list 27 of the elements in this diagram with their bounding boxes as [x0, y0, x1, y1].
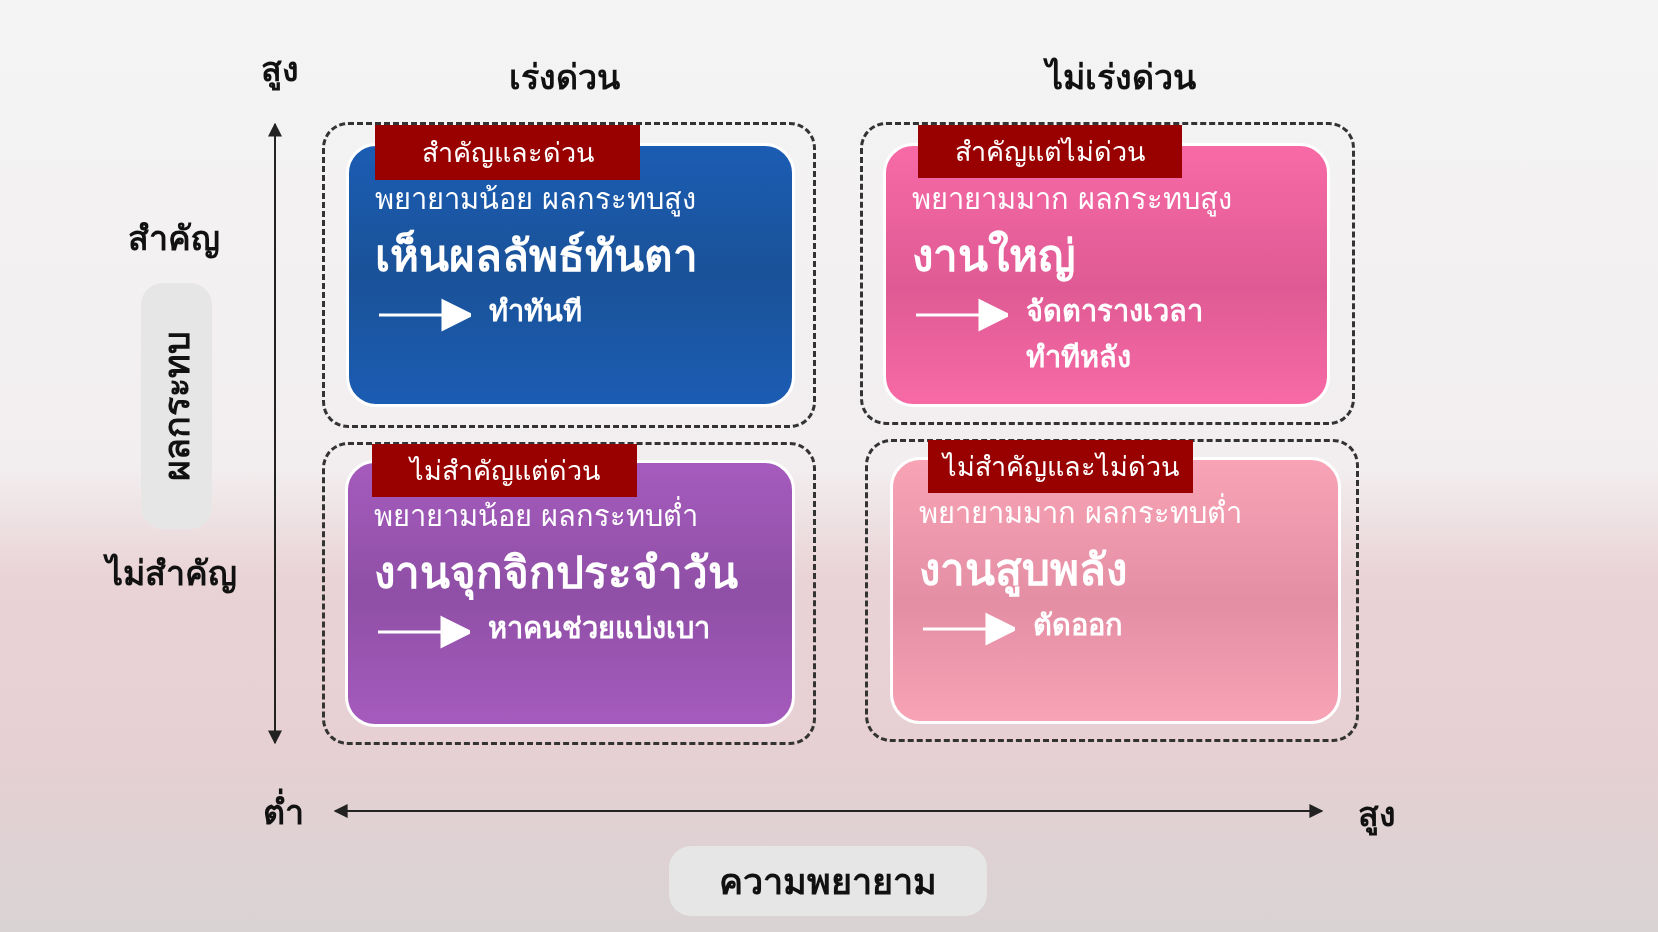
dashed-frame [865, 439, 1359, 742]
card-subtitle: พยายามมาก ผลกระทบต่ำ [919, 490, 1243, 536]
dashed-frame [860, 122, 1355, 425]
axis-title-pill: ความพยายาม [669, 846, 987, 916]
action-text: ทำทันที [489, 293, 583, 330]
card-title: งานสูบพลัง [919, 543, 1127, 599]
dashed-frame [322, 122, 816, 428]
column-heading: เร่งด่วน [508, 56, 620, 99]
card-title: เห็นผลลัพธ์ทันตา [375, 228, 698, 283]
action-text: จัดตารางเวลาทำทีหลัง [1026, 293, 1204, 376]
action-text: ตัดออก [1033, 607, 1124, 644]
tag-banner: สำคัญแต่ไม่ด่วน [918, 125, 1182, 178]
axis-label: สำคัญ [128, 217, 220, 261]
card-subtitle: พยายามมาก ผลกระทบสูง [912, 181, 1233, 219]
axis-label: ไม่สำคัญ [105, 552, 237, 596]
dashed-frame [322, 442, 816, 745]
axis-title-pill: ผลกระทบ [141, 283, 212, 529]
axis-label: สูง [261, 48, 299, 93]
card-title: งานจุกจิกประจำวัน [374, 546, 738, 602]
card-subtitle: พยายามน้อย ผลกระทบสูง [375, 181, 697, 219]
axis-label: ต่ำ [262, 785, 304, 839]
tag-banner: ไม่สำคัญแต่ด่วน [372, 444, 637, 497]
tag-banner: ไม่สำคัญและไม่ด่วน [928, 440, 1193, 493]
card-title: งานใหญ่ [912, 229, 1075, 284]
tag-banner: สำคัญและด่วน [375, 125, 640, 180]
axis-label: สูง [1358, 793, 1396, 838]
action-text: หาคนช่วยแบ่งเบา [488, 610, 711, 647]
